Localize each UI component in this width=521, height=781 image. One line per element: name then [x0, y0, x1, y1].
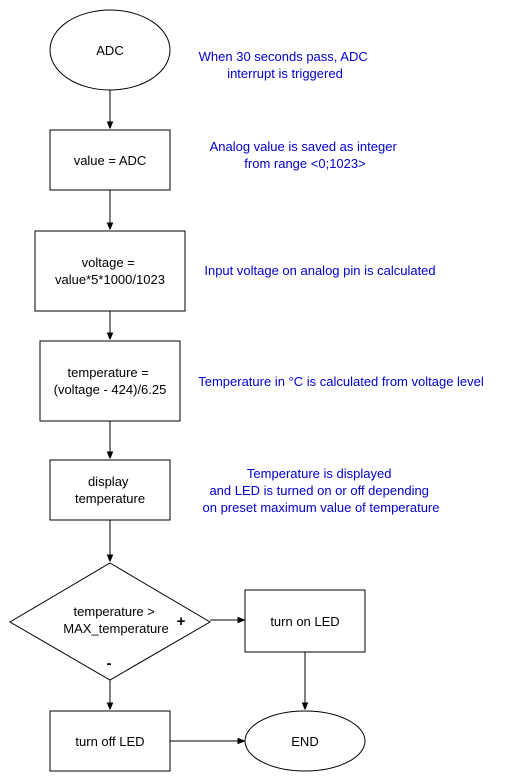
display-temperature-label-line-2: temperature	[75, 491, 145, 506]
display-temperature-node: display temperature	[49, 459, 171, 521]
calc-voltage-label: voltage = value*5*1000/1023	[55, 255, 165, 287]
decision-label: temperature > MAX_temperature	[63, 604, 169, 636]
start-label: ADC	[96, 43, 123, 58]
read-value-node: value = ADC	[49, 129, 171, 191]
start-ellipse	[49, 9, 171, 91]
note-start-line-2: interrupt is triggered	[227, 66, 343, 81]
led-on-box	[244, 589, 366, 653]
decision-node: temperature > MAX_temperature + -	[9, 562, 211, 681]
note-display-temperature-line-1: Temperature is displayed	[247, 466, 392, 481]
led-on-node: turn on LED	[244, 589, 366, 653]
decision-diamond	[9, 562, 211, 681]
end-label-line-1: END	[291, 734, 318, 749]
display-temperature-box	[49, 459, 171, 521]
note-display-temperature-line-2: and LED is turned on or off depending	[209, 483, 428, 498]
display-temperature-label: display temperature	[75, 474, 145, 506]
note-calc-voltage-line-1: Input voltage on analog pin is calculate…	[204, 263, 435, 278]
calc-temperature-label-line-2: (voltage - 424)/6.25	[54, 382, 167, 397]
end-ellipse	[244, 710, 366, 772]
led-on-label-line-1: turn on LED	[270, 614, 339, 629]
calc-voltage-node: voltage = value*5*1000/1023	[34, 230, 186, 312]
display-temperature-label-line-1: display	[88, 474, 129, 489]
read-value-label-line-1: value = ADC	[74, 153, 147, 168]
start-label-line-1: ADC	[96, 43, 123, 58]
read-value-label: value = ADC	[74, 153, 147, 168]
note-read-value-line-1: Analog value is saved as integer	[210, 139, 398, 154]
end-node: END	[244, 710, 366, 772]
decision-label-line-2: MAX_temperature	[63, 621, 169, 636]
note-start-line-1: When 30 seconds pass, ADC	[199, 49, 368, 64]
note-calc-voltage: Input voltage on analog pin is calculate…	[204, 263, 435, 278]
note-start: When 30 seconds pass, ADC interrupt is t…	[199, 49, 372, 81]
calc-temperature-label-line-1: temperature =	[68, 365, 149, 380]
calc-temperature-box	[39, 340, 181, 422]
note-read-value: Analog value is saved as integer from ra…	[210, 139, 401, 171]
start-node: ADC	[49, 9, 171, 91]
led-off-node: turn off LED	[49, 710, 171, 772]
calc-voltage-label-line-1: voltage =	[82, 255, 135, 270]
calc-voltage-box	[34, 230, 186, 312]
annotations: When 30 seconds pass, ADC interrupt is t…	[198, 49, 484, 515]
note-calc-temperature-line-1: Temperature in °C is calculated from vol…	[198, 374, 484, 389]
note-display-temperature: Temperature is displayed and LED is turn…	[203, 466, 440, 515]
led-off-label-line-1: turn off LED	[75, 734, 144, 749]
decision-label-line-1: temperature >	[74, 604, 155, 619]
led-off-label: turn off LED	[75, 734, 144, 749]
note-calc-temperature: Temperature in °C is calculated from vol…	[198, 374, 484, 389]
end-label: END	[291, 734, 318, 749]
calc-voltage-label-line-2: value*5*1000/1023	[55, 272, 165, 287]
note-read-value-line-2: from range <0;1023>	[244, 156, 365, 171]
yes-branch-label: +	[177, 613, 186, 630]
led-off-box	[49, 710, 171, 772]
calc-temperature-label: temperature = (voltage - 424)/6.25	[54, 365, 167, 397]
led-on-label: turn on LED	[270, 614, 339, 629]
calc-temperature-node: temperature = (voltage - 424)/6.25	[39, 340, 181, 422]
connectors	[110, 90, 305, 741]
no-branch-label: -	[107, 655, 112, 672]
note-display-temperature-line-3: on preset maximum value of temperature	[203, 500, 440, 515]
read-value-box	[49, 129, 171, 191]
